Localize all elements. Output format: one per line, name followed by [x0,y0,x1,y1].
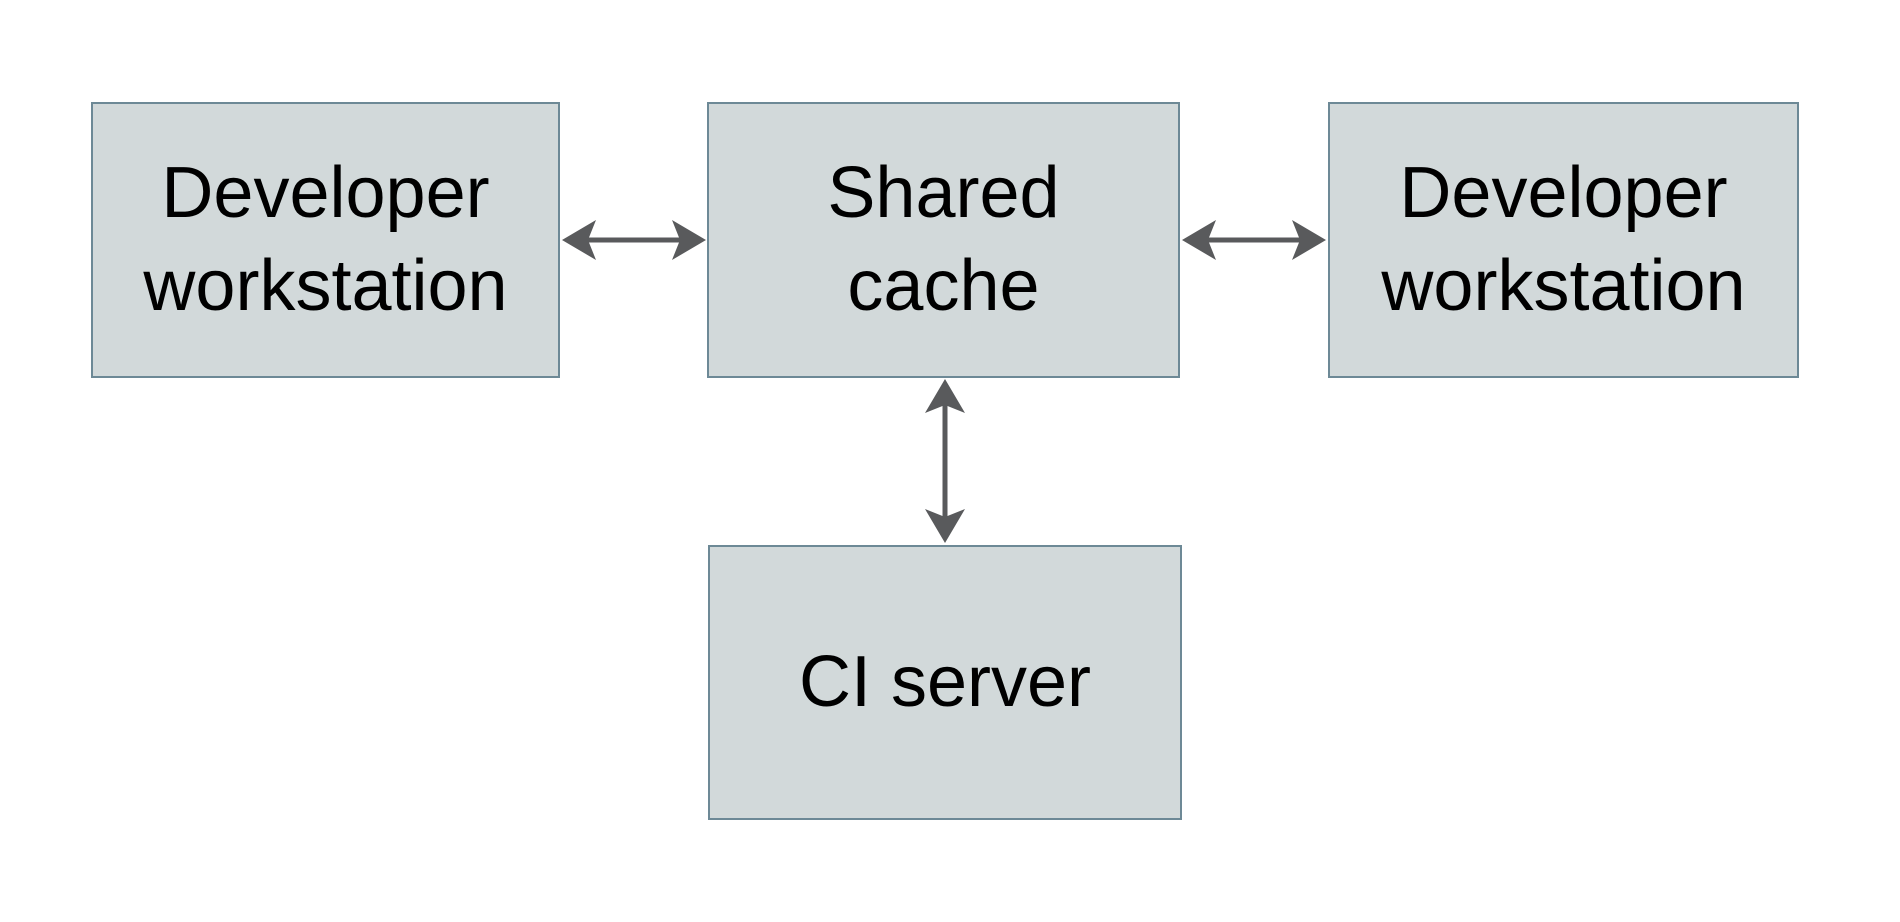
edge-cache-ciserver-bidirectional-arrow [925,379,965,543]
node-label-line: workstation [1381,246,1746,326]
node-label-line: Developer [1399,153,1728,233]
edge-cache-devright-bidirectional-arrow [1182,220,1326,260]
edge-devleft-cache-bidirectional-arrow [562,220,706,260]
node-developer-workstation-right: Developer workstation [1328,102,1799,378]
node-label-line: cache [847,246,1040,326]
node-label-line: workstation [143,246,508,326]
node-label-line: Shared [827,153,1060,233]
node-shared-cache: Shared cache [707,102,1180,378]
node-developer-workstation-left: Developer workstation [91,102,560,378]
node-label-line: Developer [161,153,490,233]
node-ci-server: CI server [708,545,1182,820]
node-label-line: CI server [798,642,1092,722]
